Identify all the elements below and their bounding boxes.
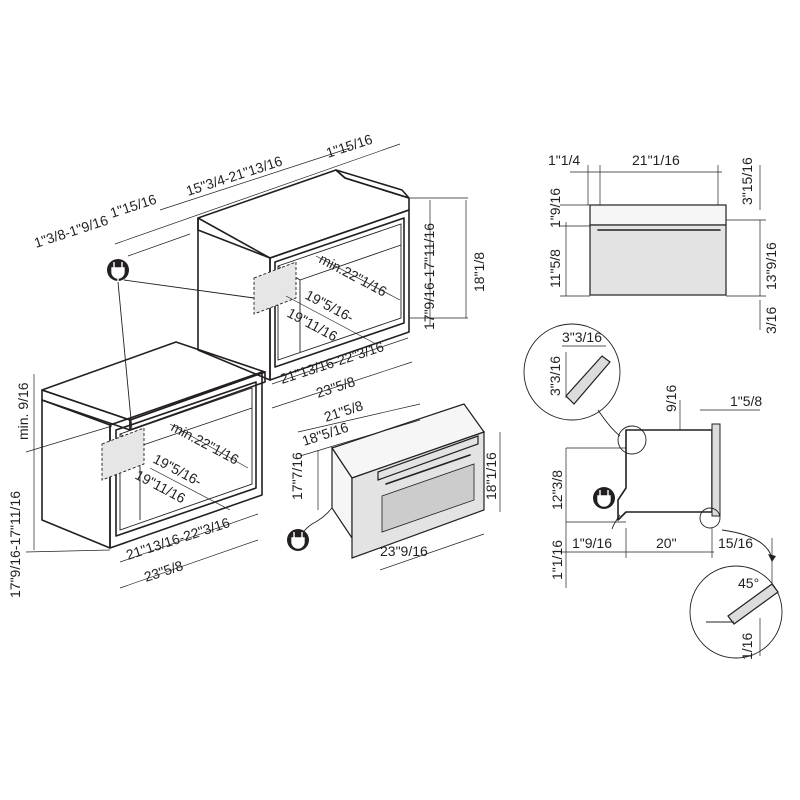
dim-label: 17"9/16-17"11/16 [7,491,23,598]
dim-label: 13"9/16 [763,242,779,290]
dim-label: 1"1/16 [549,540,565,580]
dim-label: 1"15/16 [108,191,159,221]
dim-label: 3"3/16 [547,356,563,396]
dim-label: 20" [656,535,677,551]
side-view [560,400,773,588]
upper-socket-area [253,261,297,315]
dim-label: 1"9/16 [572,535,612,551]
oven-isometric [301,403,485,559]
dim-label: 21"1/16 [632,152,680,168]
lower-cabinet [41,341,266,549]
dim-label: 9/16 [663,385,679,412]
plug-icon [107,259,129,283]
dim-label: 17"9/16-17"11/16 [421,223,437,330]
dim-label: 15"3/4-21"13/16 [184,153,284,199]
dim-label: 3"3/16 [562,329,602,345]
dim-label: 23"5/8 [314,373,357,401]
dim-label: 18"1/8 [471,252,487,292]
detail-circle-top [523,323,621,437]
plug-icon-side [593,487,615,509]
dim-label: 45° [738,575,759,591]
dim-label: 23"9/16 [380,543,428,559]
dim-label: 1"3/8-1"9/16 [32,212,110,251]
top-view [560,165,766,330]
upper-cabinet [197,169,410,381]
dim-label: min.22"1/16 [169,419,242,468]
dim-label: 1"1/4 [548,152,580,168]
dim-label: 1/16 [739,633,755,660]
dim-label: 1"5/8 [730,393,762,409]
dim-label: 1"9/16 [547,188,563,228]
dim-label: 3/16 [763,307,779,334]
dim-label: 1"15/16 [324,131,375,161]
dim-label: min.22"1/16 [317,251,390,300]
lower-socket-area [101,427,145,481]
detail-circle-bottom [689,529,783,659]
dim-label: 15/16 [718,535,753,551]
dim-label: min. 9/16 [15,382,31,440]
dimension-lines-iso [25,143,501,589]
dim-label: 17"7/16 [289,452,305,500]
dim-label: 18"1/16 [483,452,499,500]
plug-icon-oven [287,529,309,551]
dim-label: 12"3/8 [549,470,565,510]
dim-label: 21"13/16-22"3/16 [124,514,232,563]
dim-label: 23"5/8 [142,557,185,585]
dim-label: 3"15/16 [739,157,755,205]
dim-label: 11"5/8 [547,249,563,288]
